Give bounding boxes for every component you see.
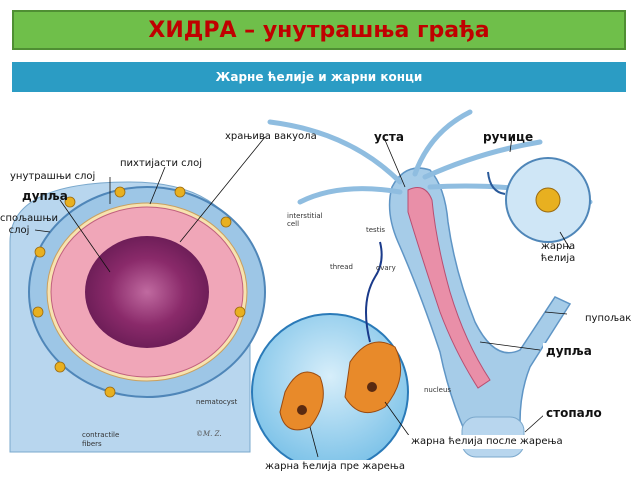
label-stinging-cell: жарна ћелија — [536, 241, 580, 265]
label-mesoglea: пихтијасти слој — [120, 158, 202, 169]
tiny-ovary: ovary — [376, 264, 396, 272]
cross-section — [9, 181, 266, 453]
label-cell-before: жарна ћелија пре жарења — [262, 460, 408, 474]
label-stinging-cell-line1: жарна — [540, 241, 576, 252]
tiny-interstitial-2: cell — [287, 220, 300, 228]
tiny-testis: testis — [366, 226, 386, 234]
discharged-thread — [365, 241, 383, 343]
gastric-cavity — [85, 236, 209, 348]
label-foot: стопало — [543, 405, 605, 421]
label-cell-after: жарна ћелија после жарења — [408, 435, 566, 449]
page-subtitle: Жарне ћелије и жарни конци — [215, 70, 423, 84]
nematocyst-zoom — [251, 241, 409, 471]
hydra-cavity — [407, 187, 491, 389]
label-outer-layer-line2: слој — [8, 225, 30, 236]
label-tentacles: ручице — [483, 130, 534, 144]
tiny-contractile-2: fibers — [82, 440, 102, 448]
label-cavity-left: дупља — [22, 189, 68, 203]
cell-after-shape — [344, 341, 402, 414]
label-cavity-right: дупља — [543, 343, 595, 359]
artist-signature: ©M. Z. — [196, 430, 222, 438]
tiny-nucleus: nucleus — [424, 386, 452, 394]
label-outer-layer: спољашњи слој — [0, 213, 58, 237]
cell-before-shape — [279, 371, 324, 431]
tiny-thread: thread — [330, 263, 353, 271]
label-bud: пупољак — [585, 313, 632, 324]
tentacles — [267, 109, 593, 205]
label-outer-layer-line1: спољашњи — [0, 213, 58, 224]
tiny-contractile-1: contractile — [82, 431, 120, 439]
hydra-diagram — [9, 109, 593, 471]
subtitle-bar: Жарне ћелије и жарни конци — [12, 62, 626, 92]
label-food-vacuole: храњива вакуола — [225, 131, 317, 142]
stinging-cells-ring — [32, 186, 246, 398]
label-stinging-cell-line2: ћелија — [540, 253, 576, 264]
tiny-nematocyst: nematocyst — [196, 398, 238, 406]
title-bar: ХИДРА – унутрашња грађа — [12, 10, 626, 50]
zoom-arrow — [487, 171, 506, 195]
page-title: ХИДРА – унутрашња грађа — [148, 17, 490, 43]
leader-lines — [34, 136, 571, 458]
label-mouth: уста — [374, 130, 404, 144]
tiny-interstitial-1: interstitial — [287, 212, 323, 220]
label-inner-layer: унутрашњи слој — [10, 171, 96, 182]
